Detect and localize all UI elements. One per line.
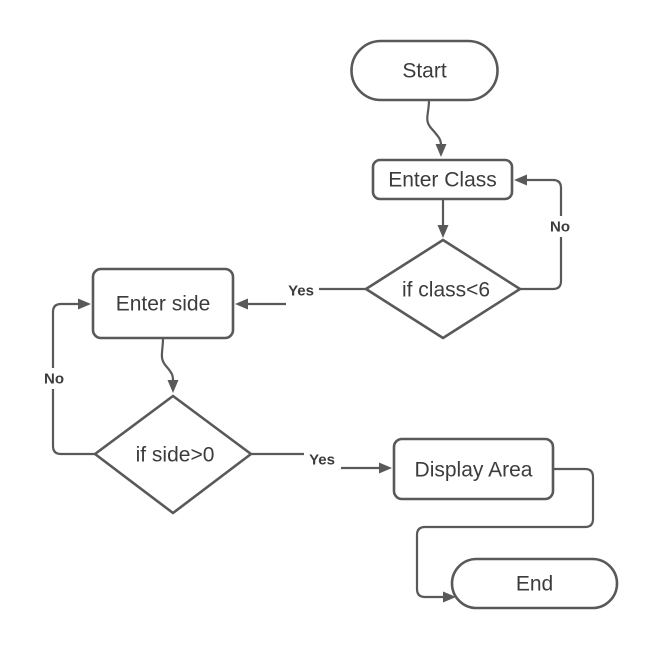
arrowhead xyxy=(443,591,456,603)
node-display-area-label: Display Area xyxy=(415,459,533,482)
node-start xyxy=(350,39,499,102)
arrowhead xyxy=(379,462,392,474)
node-start-label: Start xyxy=(402,60,447,83)
edge-start-to-enter-class xyxy=(426,99,443,146)
node-class-check-label: if class<6 xyxy=(402,279,490,302)
arrowhead xyxy=(437,225,449,238)
edge-label-yes-class: Yes xyxy=(288,283,314,300)
node-class-check-decision xyxy=(364,238,522,340)
node-enter-side-label: Enter side xyxy=(116,293,211,316)
arrowhead xyxy=(235,298,248,310)
node-display-area xyxy=(392,437,555,501)
edge-display-area-to-end xyxy=(415,467,595,599)
node-enter-side xyxy=(91,267,235,340)
edge-label-yes-side: Yes xyxy=(309,452,335,469)
edge-label-bg xyxy=(283,280,319,300)
edge-label-bg xyxy=(39,368,69,389)
node-end xyxy=(450,557,619,610)
arrowhead xyxy=(514,174,527,186)
edge-label-bg xyxy=(304,449,341,469)
arrowhead xyxy=(435,144,447,157)
node-side-check-label: if side>0 xyxy=(136,444,215,467)
node-enter-class xyxy=(371,158,514,201)
edge-label-no-side: No xyxy=(44,371,64,388)
node-side-check-decision xyxy=(93,394,253,515)
node-enter-class-label: Enter Class xyxy=(388,169,497,192)
edge-label-no-class: No xyxy=(550,219,570,236)
edge-label-bg xyxy=(545,216,576,237)
edge-enter-side-to-side-check xyxy=(160,337,175,382)
arrowhead xyxy=(167,380,179,393)
arrowhead xyxy=(78,298,91,310)
node-end-label: End xyxy=(516,573,553,596)
